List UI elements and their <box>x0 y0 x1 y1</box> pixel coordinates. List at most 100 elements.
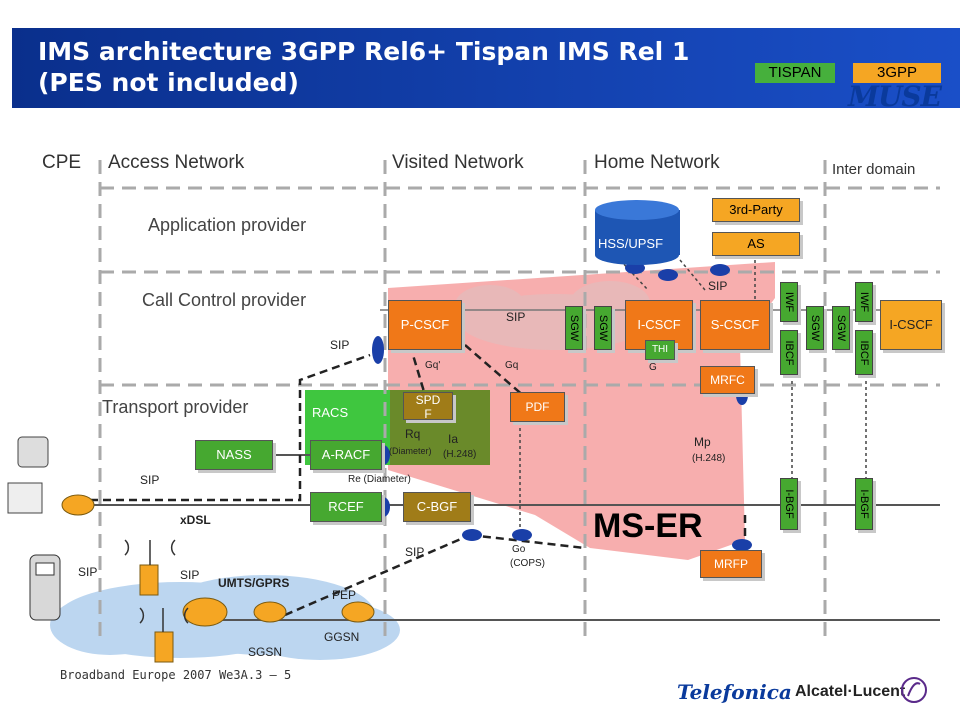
c-bgf-label: C-BGF <box>416 499 458 514</box>
sip-label-cbgf: SIP <box>405 545 425 559</box>
region-cpe: CPE <box>42 152 82 173</box>
spdf-label: SPD <box>415 393 441 407</box>
umts-gprs-label: UMTS/GPRS <box>218 576 290 590</box>
mp-label: Mp <box>694 435 711 449</box>
ibcf-label-2: IBCF <box>858 339 870 366</box>
tispan-badge: TISPAN <box>755 63 835 83</box>
as-node: AS <box>712 232 800 256</box>
mrfp-node: MRFP <box>700 550 762 578</box>
ia-label: Ia <box>448 432 459 446</box>
thig-label: THI <box>651 344 669 355</box>
rq-label: Rq <box>405 427 421 441</box>
alcatel-swirl-icon <box>901 677 927 703</box>
antenna-towers <box>139 564 174 663</box>
third-party-node: 3rd-Party <box>712 198 800 222</box>
hss-cylinder <box>595 200 680 265</box>
icscf-interdomain-node: I-CSCF <box>880 300 942 350</box>
hss-upsf-label: HSS/UPSF <box>598 236 664 251</box>
go-cops-label: (COPS) <box>510 558 545 569</box>
racs-label: RACS <box>312 405 349 420</box>
pdf-node: PDF <box>510 392 565 422</box>
slide-title-line2: (PES not included) <box>38 68 299 97</box>
c-bgf-node: C-BGF <box>403 492 471 522</box>
ibcf-node-1: IBCF <box>780 330 798 375</box>
router-icons <box>61 494 375 627</box>
pdf-label: PDF <box>525 400 550 414</box>
ibcf-label-1: IBCF <box>783 339 795 366</box>
region-inter-domain: Inter domain <box>832 161 916 178</box>
telefonica-logo: Telefonica <box>677 680 792 704</box>
sgw-node-3: SGW <box>806 306 824 350</box>
sgw-label-1: SGW <box>568 314 580 342</box>
icscf-label: I-CSCF <box>637 317 681 332</box>
sgsn-label: SGSN <box>248 645 283 659</box>
a-racf-node: A-RACF <box>310 440 382 470</box>
slide-header: IMS architecture 3GPP Rel6+ Tispan IMS R… <box>0 0 960 118</box>
third-party-label: 3rd-Party <box>729 202 783 217</box>
sgw-label-4: SGW <box>835 314 847 342</box>
spdf-label-suffix: F <box>424 407 432 421</box>
ia-h248-label: (H.248) <box>443 449 477 460</box>
sip-label-as: SIP <box>708 279 728 293</box>
mrfc-label: MRFC <box>710 373 745 387</box>
ms-er-label: MS-ER <box>593 507 703 545</box>
ibgf-node-2: I-BGF <box>855 478 873 530</box>
sip-label-pcscf: SIP <box>330 338 350 352</box>
gq-label: Gq <box>505 360 519 371</box>
sgw-label-2: SGW <box>597 314 609 342</box>
region-access-network: Access Network <box>108 152 245 173</box>
scscf-node: S-CSCF <box>700 300 770 350</box>
region-visited-network: Visited Network <box>392 152 524 173</box>
a-racf-label: A-RACF <box>321 447 371 462</box>
gq-prime-label: Gq' <box>425 360 441 371</box>
iwf-node-2: IWF <box>855 282 873 322</box>
sgw-node-1: SGW <box>565 306 583 350</box>
call-control-provider-label: Call Control provider <box>142 290 307 310</box>
thig-suffix: G <box>649 362 657 373</box>
nass-node: NASS <box>195 440 273 470</box>
region-home-network: Home Network <box>594 152 720 173</box>
rcef-label: RCEF <box>328 499 364 514</box>
sip-label-umts: SIP <box>180 568 200 582</box>
go-label: Go <box>512 544 526 555</box>
muse-logo: MUSE <box>848 80 942 113</box>
nass-label: NASS <box>216 447 252 462</box>
iwf-label-1: IWF <box>783 291 795 313</box>
cpe-devices <box>7 436 61 621</box>
ibgf-label-1: I-BGF <box>783 489 795 519</box>
sgw-label-3: SGW <box>809 314 821 342</box>
scscf-label: S-CSCF <box>710 317 760 332</box>
footer-text: Broadband Europe 2007 We3A.3 — 5 <box>60 668 292 682</box>
sip-label-xdsl: SIP <box>140 473 160 487</box>
mp-h248-label: (H.248) <box>692 453 726 464</box>
ibgf-label-2: I-BGF <box>858 489 870 519</box>
sip-label-cloud: SIP <box>506 310 526 324</box>
sgw-node-4: SGW <box>832 306 850 350</box>
iwf-node-1: IWF <box>780 282 798 322</box>
as-label: AS <box>747 236 765 251</box>
slide-title-line1: IMS architecture 3GPP Rel6+ Tispan IMS R… <box>38 37 690 66</box>
alcatel-lucent-logo: Alcatel·Lucent <box>795 683 906 700</box>
pcscf-node: P-CSCF <box>388 300 462 350</box>
slide-title: IMS architecture 3GPP Rel6+ Tispan IMS R… <box>38 36 738 98</box>
thig-node: THI <box>645 340 675 360</box>
pcscf-label: P-CSCF <box>400 317 450 332</box>
icscf-interdomain-label: I-CSCF <box>889 317 933 332</box>
ibgf-node-1: I-BGF <box>780 478 798 530</box>
sip-connector-blob <box>372 336 384 364</box>
application-provider-label: Application provider <box>148 215 307 235</box>
rcef-node: RCEF <box>310 492 382 522</box>
sip-label-handset: SIP <box>78 565 98 579</box>
mrfc-node: MRFC <box>700 366 755 394</box>
sgw-node-2: SGW <box>594 306 612 350</box>
ggsn-label: GGSN <box>324 630 360 644</box>
rq-diameter-label: (Diameter) <box>389 446 432 456</box>
3gpp-badge: 3GPP <box>853 63 941 83</box>
pep-label: PEP <box>332 588 357 602</box>
re-diameter-label: Re (Diameter) <box>348 474 411 485</box>
iwf-label-2: IWF <box>858 291 870 313</box>
transport-provider-label: Transport provider <box>102 397 249 417</box>
